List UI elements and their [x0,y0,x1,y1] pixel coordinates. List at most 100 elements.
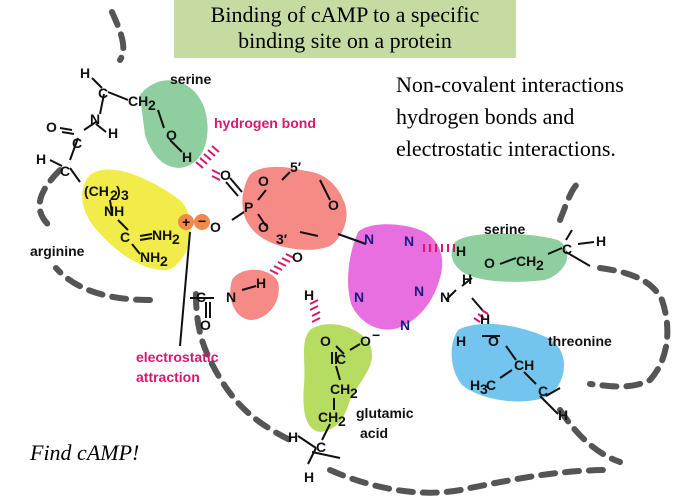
svg-text:H: H [558,407,568,423]
svg-text:H: H [36,151,46,167]
glutamic-blob [303,324,372,432]
svg-text:2: 2 [536,257,544,273]
svg-text:CH: CH [318,409,338,425]
svg-text:O: O [488,333,499,349]
find-camp-prompt: Find cAMP! [30,440,140,465]
svg-text:NH: NH [152,227,172,243]
svg-text:2: 2 [338,413,346,429]
minus-sign: − [198,213,206,229]
minus-charge-icon [194,214,210,230]
svg-text:N: N [354,289,364,305]
svg-text:(CH: (CH [84,183,109,199]
svg-text:H: H [470,377,480,393]
svg-text:H: H [182,149,192,165]
glutamic-label: glutamic [356,405,414,421]
svg-text:NH: NH [140,249,160,265]
svg-text:H: H [256,275,266,291]
svg-text:O: O [292,249,303,265]
svg-text:N: N [414,283,424,299]
serine-top-blob [140,80,208,168]
svg-text:N: N [400,317,410,333]
threonine-label: threonine [548,333,612,349]
svg-text:N: N [440,289,450,305]
title-line-1: Binding of cAMP to a specific [210,2,480,27]
svg-text:3: 3 [121,187,129,203]
svg-text:H: H [462,271,472,287]
svg-text:O: O [210,219,221,235]
svg-text:): ) [116,183,121,199]
arginine-blob [82,169,191,271]
svg-text:C: C [316,439,326,455]
svg-text:H: H [456,243,466,259]
svg-text:NH: NH [104,203,124,219]
svg-text:N: N [404,233,414,249]
serine-right-blob [451,233,568,282]
svg-text:C: C [336,351,346,367]
arginine-label: arginine [30,243,85,259]
svg-text:C: C [72,135,82,151]
svg-text:H: H [304,469,314,485]
electrostatic-pointer [179,231,191,347]
svg-text:O: O [328,197,339,213]
svg-text:O: O [320,333,331,349]
svg-text:H: H [304,287,314,303]
acid-label: acid [360,425,388,441]
electrostatic-label: electrostatic [136,349,219,365]
svg-text:C: C [562,241,572,257]
svg-text:O: O [258,173,269,189]
ring-5-label: 5′ [290,159,302,175]
svg-text:2: 2 [350,385,358,401]
svg-text:2: 2 [172,231,180,247]
svg-text:N: N [364,231,374,247]
svg-text:O: O [258,219,269,235]
svg-text:3: 3 [480,381,488,397]
svg-text:H: H [456,333,466,349]
backbone-nh-blob [230,269,279,320]
svg-text:C: C [196,289,206,305]
svg-text:H: H [108,125,118,141]
protein-backbone [36,9,671,496]
svg-text:H: H [288,429,298,445]
svg-text:N: N [90,111,100,127]
svg-text:C: C [98,85,108,101]
svg-text:O: O [360,333,371,349]
adenine-blob [348,224,443,330]
svg-text:N: N [226,289,236,305]
svg-text:H: H [480,311,490,327]
svg-text:O: O [484,255,495,271]
title-box [174,0,516,58]
note-line-2: hydrogen bonds and [396,104,575,129]
hydrogen-bonds [195,145,489,323]
svg-text:2: 2 [148,97,156,113]
title-line-2: binding site on a protein [238,28,452,53]
svg-text:2: 2 [110,187,118,203]
svg-text:P: P [244,199,253,215]
plus-charge-icon [178,214,194,230]
svg-text:2: 2 [160,253,168,269]
svg-text:O: O [200,317,211,333]
hydrogen-bond-label: hydrogen bond [214,115,316,131]
svg-text:−: − [372,327,380,343]
camp-sugar-blob [242,166,347,250]
svg-text:O: O [166,127,177,143]
svg-text:O: O [220,167,231,183]
svg-text:C: C [486,377,496,393]
svg-text:CH: CH [514,357,534,373]
plus-sign: + [182,214,190,230]
svg-text:C: C [120,229,130,245]
note-line-3: electrostatic interactions. [396,136,616,161]
svg-text:H: H [596,233,606,249]
threonine-blob [451,323,564,402]
svg-text:C: C [538,383,548,399]
note-line-1: Non-covalent interactions [396,72,624,97]
attraction-label: attraction [136,369,200,385]
atoms: H C CH 2 N H C O H C O H (CH 2 ) 3 NH C … [36,65,606,485]
svg-text:C: C [60,163,70,179]
svg-text:CH: CH [516,253,536,269]
svg-text:CH: CH [330,381,350,397]
svg-text:CH: CH [128,93,148,109]
serine-right-label: serine [484,221,525,237]
svg-text:O: O [46,119,57,135]
serine-top-label: serine [170,71,211,87]
